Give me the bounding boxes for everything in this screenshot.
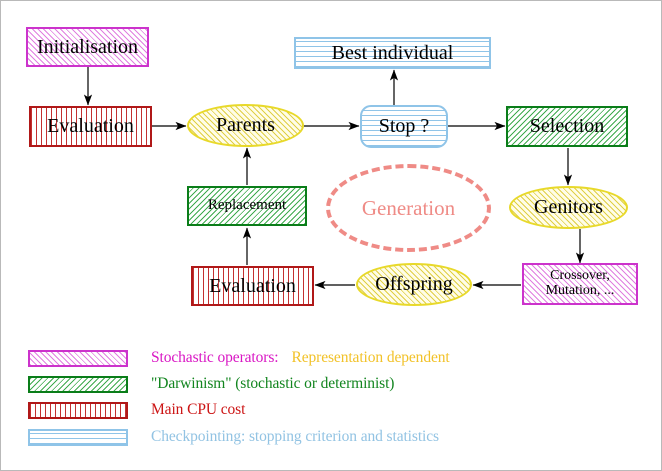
node-selection[interactable]: Selection: [506, 106, 628, 147]
node-evaluation-bottom-label: Evaluation: [209, 274, 296, 297]
legend-label-main-cpu-cost: Main CPU cost: [151, 401, 246, 418]
legend-row-darwinism: "Darwinism" (stochastic or determinist): [28, 375, 394, 393]
node-stop[interactable]: Stop ?: [360, 105, 448, 148]
legend-row-checkpointing: Checkpointing: stopping criterion and st…: [28, 428, 439, 446]
node-genitors-label: Genitors: [534, 196, 603, 218]
legend-label-darwinism: "Darwinism" (stochastic or determinist): [151, 375, 395, 392]
node-best-individual[interactable]: Best individual: [294, 37, 491, 69]
node-crossover-mutation[interactable]: Crossover, Mutation, ...: [522, 263, 638, 305]
legend-label-checkpointing: Checkpointing: stopping criterion and st…: [151, 428, 439, 445]
node-selection-label: Selection: [529, 115, 605, 137]
legend-row-stochastic-operators: Stochastic operators: Representation dep…: [28, 349, 450, 367]
node-initialisation-label: Initialisation: [36, 35, 139, 58]
node-crossover-label-line1: Crossover,: [550, 268, 610, 284]
node-parents-label: Parents: [216, 114, 275, 136]
legend-swatch-magenta: [28, 349, 128, 367]
node-offspring[interactable]: Offspring: [356, 263, 472, 306]
node-replacement[interactable]: Replacement: [187, 186, 307, 226]
legend-swatch-red: [28, 401, 128, 419]
legend-swatch-green: [28, 375, 128, 393]
node-evaluation-top[interactable]: Evaluation: [29, 106, 152, 147]
node-generation: Generation: [326, 164, 491, 252]
node-replacement-label: Replacement: [207, 197, 287, 214]
legend-row-main-cpu-cost: Main CPU cost: [28, 401, 245, 419]
legend-label-stochastic-operators: Stochastic operators:: [151, 349, 279, 366]
node-offspring-label: Offspring: [375, 273, 453, 295]
node-stop-label: Stop ?: [378, 115, 430, 137]
legend-label-representation-dependent: Representation dependent: [291, 349, 450, 366]
node-crossover-label-line2: Mutation, ...: [545, 283, 615, 298]
legend-swatch-blue: [28, 428, 128, 446]
node-evaluation-bottom[interactable]: Evaluation: [191, 266, 314, 306]
node-genitors[interactable]: Genitors: [509, 186, 628, 229]
node-initialisation[interactable]: Initialisation: [26, 27, 149, 67]
node-generation-label: Generation: [361, 195, 456, 220]
node-best-individual-label: Best individual: [331, 41, 454, 64]
node-evaluation-top-label: Evaluation: [47, 115, 134, 137]
node-parents[interactable]: Parents: [187, 104, 304, 147]
